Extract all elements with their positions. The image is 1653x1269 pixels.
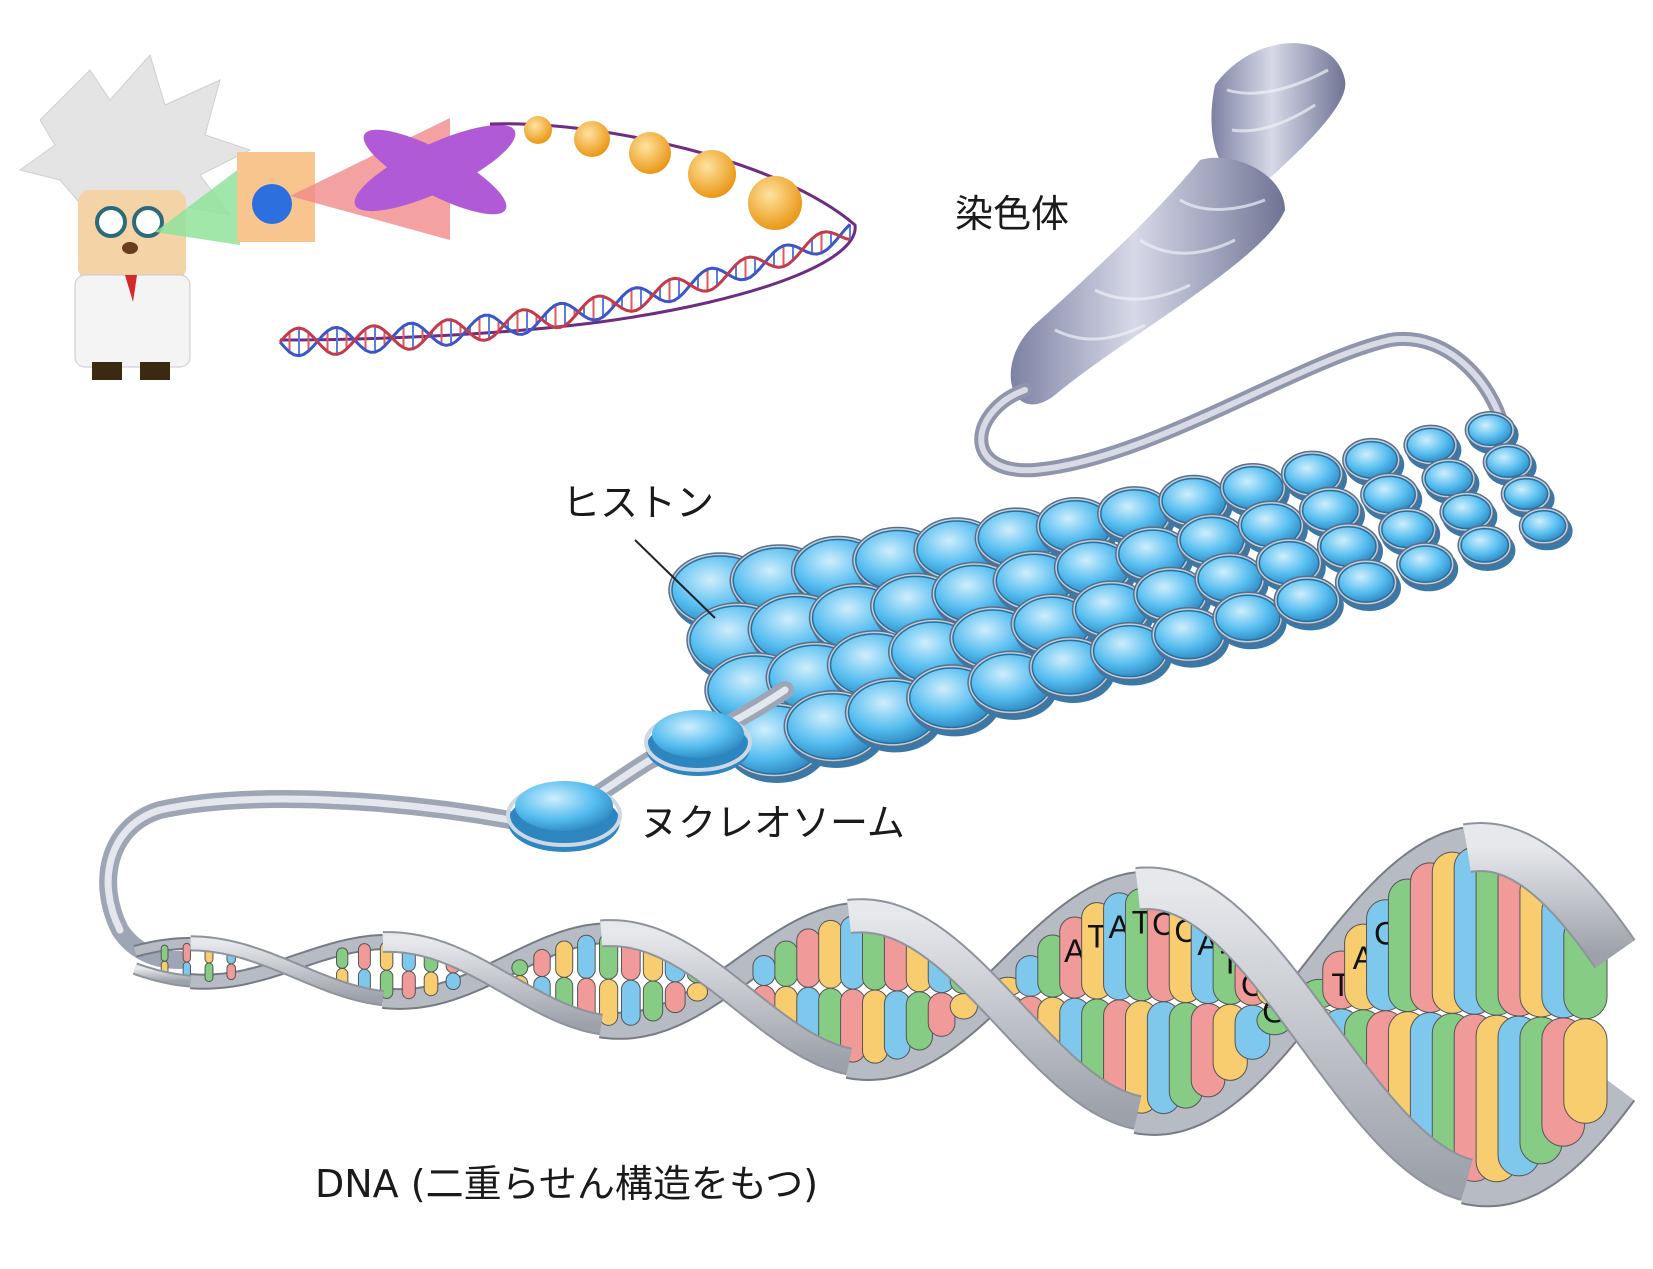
base-rung <box>819 920 843 988</box>
single-nucleosome-2 <box>508 781 620 852</box>
base-rung <box>424 972 438 996</box>
base-rung <box>643 981 662 1021</box>
base-rung <box>1564 1019 1607 1123</box>
base-rung <box>600 979 618 1025</box>
nucleosome-bead <box>1458 526 1515 571</box>
chromosome-label: 染色体 <box>955 195 1069 233</box>
base-rung <box>797 929 820 987</box>
single-nucleosome-1 <box>646 710 750 776</box>
base-rung <box>578 935 596 978</box>
base-rung <box>446 973 460 990</box>
base-rung <box>183 943 190 962</box>
base-rung <box>775 941 798 986</box>
overview-inset <box>155 109 855 356</box>
nucleosome-bead <box>1519 508 1572 551</box>
base-rung <box>205 963 213 982</box>
base-rung <box>161 945 168 961</box>
base-rung <box>337 948 348 968</box>
base-rung <box>402 971 415 999</box>
chromatin-nucleosome-array <box>669 412 1573 783</box>
nucleosome-bead <box>1336 560 1401 611</box>
nucleosome-label: ヌクレオソーム <box>640 804 905 842</box>
base-rung <box>556 941 573 977</box>
dna-label: DNA (二重らせん構造をもつ) <box>315 1165 818 1203</box>
base-rung <box>227 964 235 980</box>
base-rung <box>358 944 370 970</box>
nucleosome-bead <box>1397 543 1458 591</box>
base-rung <box>665 982 685 1013</box>
base-rung <box>753 956 775 986</box>
base-rung <box>512 960 528 976</box>
base-rung <box>928 993 955 1037</box>
histone-label: ヒストン <box>562 484 714 522</box>
cell-nucleus-icon <box>252 184 292 224</box>
base-rung <box>621 980 640 1025</box>
small-dna-helix <box>280 224 850 355</box>
base-rung <box>534 950 550 977</box>
base-rung <box>863 990 888 1063</box>
